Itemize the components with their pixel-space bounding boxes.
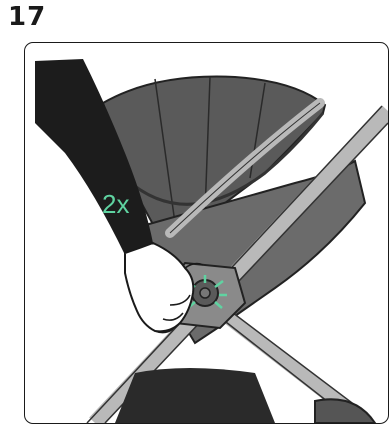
stroller-illustration: 2x: [25, 43, 388, 423]
illustration-frame: 2x: [24, 42, 389, 424]
basket: [115, 368, 275, 423]
step-number: 17: [8, 2, 46, 32]
repeat-count-label: 2x: [102, 189, 129, 219]
wheel: [315, 399, 375, 423]
